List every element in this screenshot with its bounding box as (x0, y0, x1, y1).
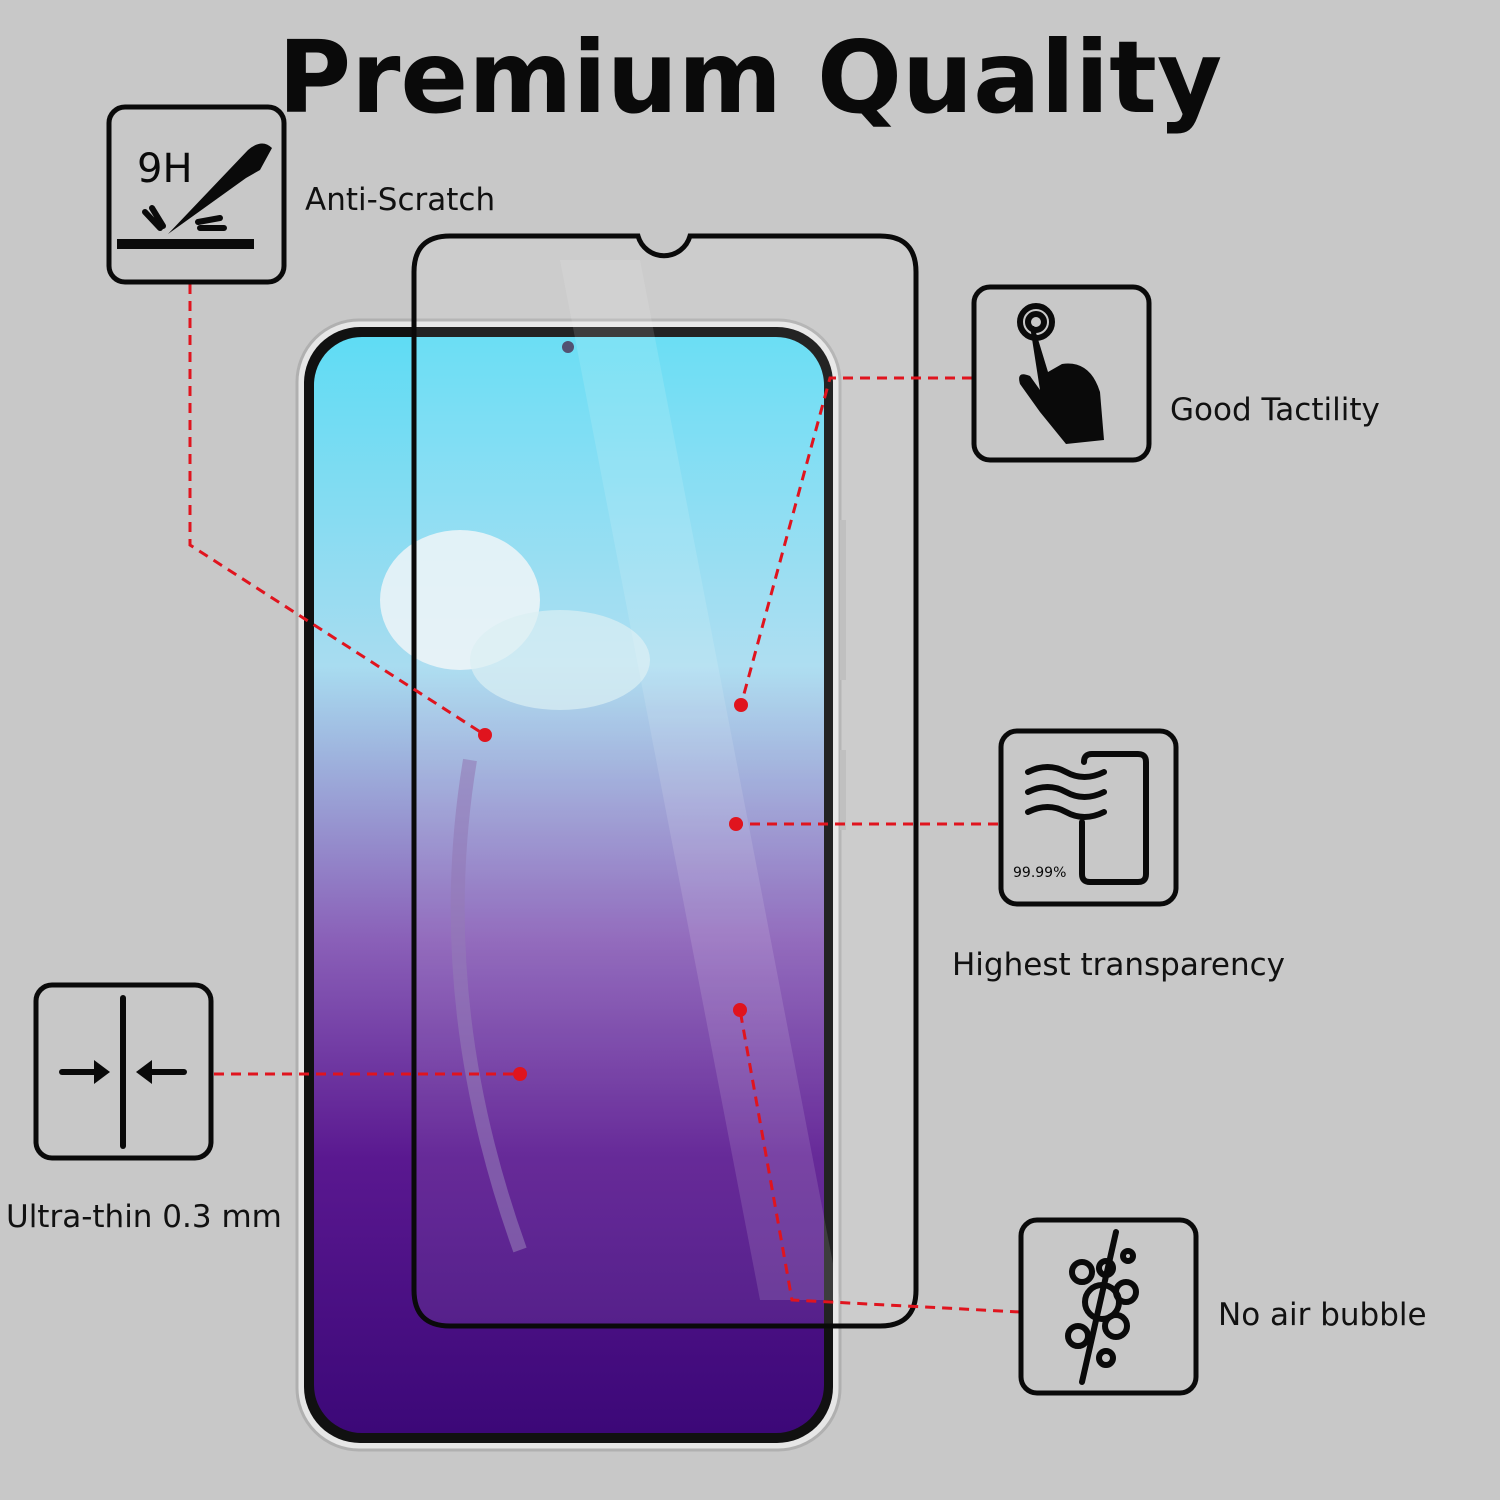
feature-good-tactility: Good Tactility (971, 284, 1380, 463)
feature-label: No air bubble (1218, 1297, 1427, 1333)
screen-protector (411, 233, 919, 1329)
feature-highest-transparency: 99.99% Highest transparency (952, 728, 1285, 983)
feature-no-air-bubble: No air bubble (1018, 1217, 1427, 1396)
bubbles-icon (1065, 1229, 1139, 1385)
phone (295, 260, 846, 1452)
feature-label: Ultra-thin 0.3 mm (6, 1199, 282, 1235)
camera-icon (562, 341, 574, 353)
callout-lines (188, 284, 1021, 1314)
feature-label: Good Tactility (1170, 392, 1380, 428)
feature-label: Highest transparency (952, 947, 1285, 983)
feature-label: Anti-Scratch (305, 182, 495, 218)
svg-text:99.99%: 99.99% (1013, 865, 1066, 881)
knife-scratch-icon: 9H (117, 143, 272, 249)
side-button (840, 750, 846, 830)
page-title: Premium Quality (278, 19, 1222, 136)
side-button (840, 520, 846, 680)
touch-hand-icon (1017, 303, 1104, 444)
feature-anti-scratch: 9H Anti-Scratch (106, 104, 495, 285)
svg-text:9H: 9H (137, 146, 193, 192)
transparency-icon: 99.99% (1013, 751, 1149, 885)
feature-ultra-thin: Ultra-thin 0.3 mm (6, 982, 282, 1235)
thin-arrows-icon (59, 995, 187, 1149)
